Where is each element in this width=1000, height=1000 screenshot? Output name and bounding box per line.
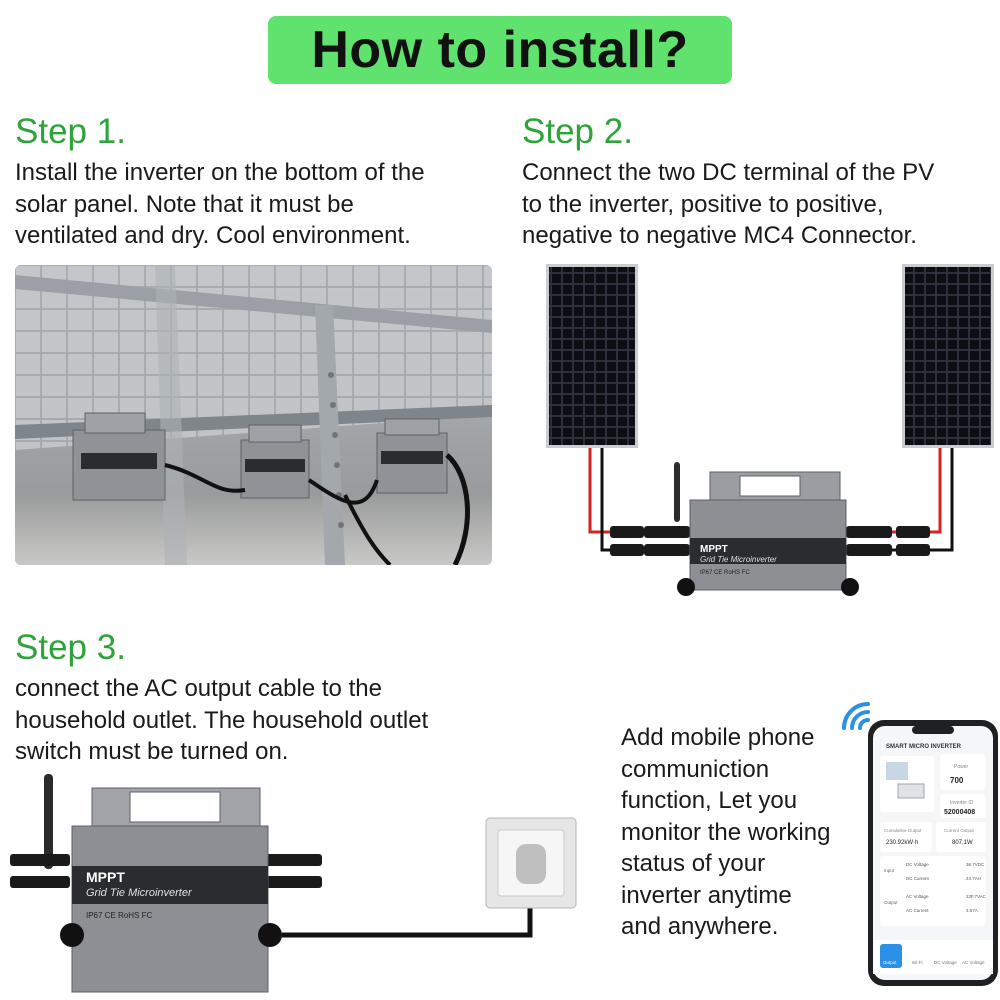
app-feature-line: communiction <box>621 755 770 783</box>
svg-text:Current Output: Current Output <box>944 828 975 833</box>
svg-text:807.1W: 807.1W <box>952 840 973 846</box>
step3-line: switch must be turned on. <box>15 738 289 765</box>
svg-text:23F.7VAC: 23F.7VAC <box>966 894 987 899</box>
step1-line: solar panel. Note that it must be <box>15 190 354 218</box>
smartphone-icon: SMART MICRO INVERTER Power 700 Inverter … <box>840 690 1000 990</box>
step2-line: to the inverter, positive to positive, <box>522 190 884 218</box>
svg-text:Grid Tie Microinverter: Grid Tie Microinverter <box>700 555 777 564</box>
antenna-icon <box>44 774 53 869</box>
step1-line: ventilated and dry. Cool environment. <box>15 222 411 249</box>
inverter-icon <box>72 412 448 501</box>
svg-text:AC Current: AC Current <box>906 908 929 913</box>
step1-body: Install the inverter on the bottom of th… <box>15 157 495 252</box>
app-feature-line: status of your <box>621 850 766 877</box>
svg-text:MPPT: MPPT <box>700 544 728 555</box>
svg-text:230.92kW·h: 230.92kW·h <box>886 840 918 846</box>
step2-body: Connect the two DC terminal of the PV to… <box>522 157 1000 252</box>
svg-text:3.57A: 3.57A <box>966 908 978 913</box>
svg-text:Cumulative Output: Cumulative Output <box>884 828 922 833</box>
step3-line: connect the AC output cable to the <box>15 675 382 702</box>
app-feature-line: inverter anytime <box>621 881 792 909</box>
svg-text:DC Voltage: DC Voltage <box>906 862 929 867</box>
svg-text:Output: Output <box>884 900 898 905</box>
svg-text:IP67 CE RoHS FC: IP67 CE RoHS FC <box>700 570 750 576</box>
svg-text:Output: Output <box>883 960 897 965</box>
svg-text:Grid Tie Microinverter: Grid Tie Microinverter <box>86 887 193 899</box>
svg-text:DC Voltage: DC Voltage <box>934 960 957 965</box>
app-feature-line: function, Let you <box>621 787 798 814</box>
svg-text:AC Voltage: AC Voltage <box>906 894 929 899</box>
solar-panel-icon <box>902 264 994 448</box>
dc-wiring-diagram: MPPT Grid Tie Microinverter IP67 CE RoHS… <box>540 262 1000 622</box>
svg-text:36.7VDC: 36.7VDC <box>966 862 985 867</box>
wall-outlet-icon <box>485 817 577 909</box>
wifi-signal-icon <box>842 702 870 730</box>
svg-text:24.7AH: 24.7AH <box>966 876 981 881</box>
step3-line: household outlet. The household outlet <box>15 706 429 734</box>
app-feature-line: monitor the working <box>621 818 831 846</box>
ac-connection-diagram: MPPT Grid Tie Microinverter IP67 CE RoHS… <box>0 770 590 1000</box>
inverter-icon: MPPT Grid Tie Microinverter IP67 CE RoHS… <box>677 471 859 596</box>
svg-text:MPPT: MPPT <box>86 869 125 885</box>
solar-panel-icon <box>546 264 638 448</box>
step1-line: Install the inverter on the bottom of th… <box>15 159 425 186</box>
app-feature-line: and anywhere. <box>621 913 779 940</box>
svg-text:Wi-Fi: Wi-Fi <box>912 960 923 965</box>
svg-text:52000408: 52000408 <box>944 809 975 816</box>
svg-text:SMART MICRO INVERTER: SMART MICRO INVERTER <box>886 744 962 750</box>
svg-text:DC Current: DC Current <box>906 876 930 881</box>
mounted-inverters-photo <box>15 265 492 565</box>
step2-line: Connect the two DC terminal of the PV <box>522 159 935 186</box>
svg-text:Inverter ID: Inverter ID <box>950 800 974 806</box>
step2-line: negative to negative MC4 Connector. <box>522 222 917 249</box>
page-title: How to install? <box>311 21 689 79</box>
svg-text:700: 700 <box>950 776 964 785</box>
step1-heading: Step 1. <box>15 112 126 151</box>
app-feature-line: Add mobile phone <box>621 724 815 751</box>
svg-text:IP67 CE RoHS FC: IP67 CE RoHS FC <box>86 911 152 920</box>
antenna-icon <box>674 462 680 522</box>
step2-heading: Step 2. <box>522 112 633 151</box>
svg-text:Input: Input <box>884 868 895 873</box>
step3-body: connect the AC output cable to the house… <box>15 673 505 768</box>
app-feature-text: Add mobile phone communiction function, … <box>621 722 871 943</box>
svg-text:AC Voltage: AC Voltage <box>962 960 985 965</box>
title-banner: How to install? <box>268 16 732 84</box>
svg-text:Power: Power <box>954 764 969 770</box>
step3-heading: Step 3. <box>15 628 126 667</box>
inverter-icon: MPPT Grid Tie Microinverter IP67 CE RoHS… <box>60 787 282 993</box>
